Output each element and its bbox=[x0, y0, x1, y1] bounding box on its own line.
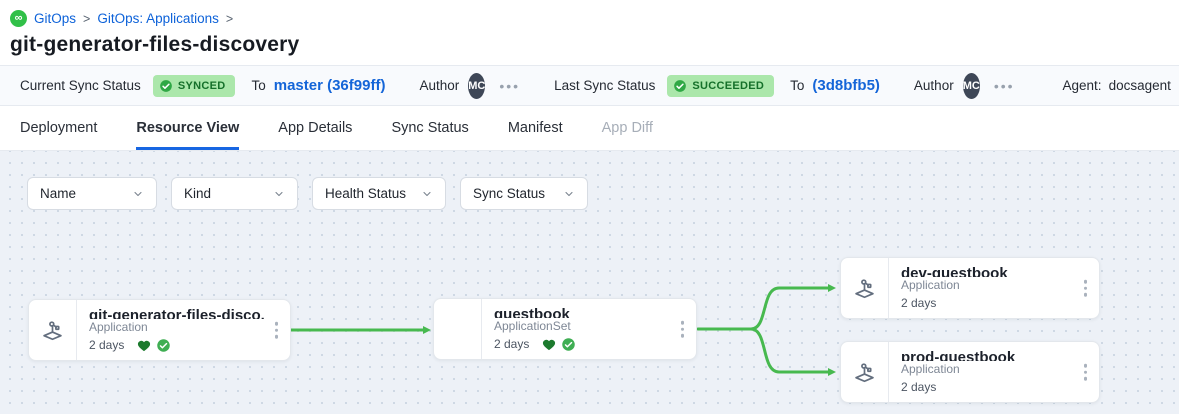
node-title: git-generator-files-disco... bbox=[89, 307, 264, 320]
agent-info: Agent: docsagent bbox=[1063, 78, 1171, 93]
agent-value: docsagent bbox=[1108, 78, 1171, 93]
tab-app-details[interactable]: App Details bbox=[278, 119, 353, 136]
chevron-down-icon bbox=[273, 188, 285, 200]
last-sync-status-badge-label: SUCCEEDED bbox=[692, 79, 765, 92]
breadcrumb-separator: > bbox=[225, 11, 234, 26]
last-sync-status-label: Last Sync Status bbox=[554, 78, 656, 93]
filter-label: Sync Status bbox=[473, 186, 546, 201]
filter-label: Kind bbox=[184, 186, 212, 201]
filter-label: Name bbox=[40, 186, 77, 201]
current-to-label: To bbox=[251, 78, 266, 93]
node-kind: ApplicationSet bbox=[494, 319, 571, 334]
chevron-down-icon bbox=[421, 188, 433, 200]
last-revision-link[interactable]: (3d8bfb5) bbox=[812, 77, 880, 94]
node-age: 2 days bbox=[494, 337, 530, 352]
current-more-button[interactable]: ••• bbox=[499, 77, 521, 94]
health-heart-icon bbox=[138, 340, 151, 352]
last-author-label: Author bbox=[913, 78, 954, 93]
page-header: ∞ GitOps > GitOps: Applications > git-ge… bbox=[0, 0, 1179, 65]
last-author-avatar: MC bbox=[962, 72, 980, 99]
node-title: prod-guestbook bbox=[901, 349, 1016, 362]
page-title: git-generator-files-discovery bbox=[10, 33, 300, 56]
node-icon-column bbox=[841, 258, 889, 318]
node-body: prod-guestbook Application 2 days bbox=[889, 342, 1099, 402]
node-guestbook[interactable]: guestbook ApplicationSet 2 days bbox=[433, 298, 697, 360]
node-git-generator-files-discovery[interactable]: git-generator-files-disco... Application… bbox=[28, 299, 291, 361]
breadcrumb-link-gitops[interactable]: GitOps bbox=[34, 11, 77, 26]
tab-sync-status[interactable]: Sync Status bbox=[391, 119, 469, 136]
resource-graph-canvas[interactable]: Name Kind Health Status Sync Status bbox=[0, 151, 1179, 414]
sync-check-icon bbox=[157, 339, 171, 352]
filter-kind-dropdown[interactable]: Kind bbox=[171, 177, 298, 210]
tab-resource-view[interactable]: Resource View bbox=[136, 106, 240, 150]
current-sync-status-badge: SYNCED bbox=[152, 74, 236, 97]
last-to-label: To bbox=[790, 78, 805, 93]
node-age: 2 days bbox=[89, 338, 125, 353]
check-circle-icon bbox=[159, 79, 172, 92]
node-age: 2 days bbox=[901, 296, 937, 311]
filter-label: Health Status bbox=[325, 186, 407, 201]
node-body: dev-guestbook Application 2 days bbox=[889, 258, 1099, 318]
current-sync-status-label: Current Sync Status bbox=[20, 78, 141, 93]
breadcrumb-link-applications[interactable]: GitOps: Applications bbox=[97, 11, 219, 26]
edge-guestbook-to-prod bbox=[749, 327, 836, 376]
tab-bar: Deployment Resource View App Details Syn… bbox=[0, 106, 1179, 151]
node-icon-column bbox=[841, 342, 889, 402]
chevron-down-icon bbox=[132, 188, 144, 200]
tab-manifest[interactable]: Manifest bbox=[507, 119, 563, 136]
node-age: 2 days bbox=[901, 380, 937, 395]
application-icon bbox=[855, 362, 874, 382]
node-kind: Application bbox=[89, 320, 148, 335]
node-icon-column bbox=[29, 300, 77, 360]
last-more-button[interactable]: ••• bbox=[993, 77, 1015, 94]
current-revision-link[interactable]: master (36f99ff) bbox=[273, 77, 386, 94]
last-sync-status-badge: SUCCEEDED bbox=[667, 74, 775, 97]
node-title: dev-guestbook bbox=[901, 265, 1008, 278]
chevron-down-icon bbox=[563, 188, 575, 200]
health-heart-icon bbox=[543, 339, 556, 351]
current-sync-status-badge-label: SYNCED bbox=[177, 79, 226, 92]
node-prod-guestbook[interactable]: prod-guestbook Application 2 days bbox=[840, 341, 1100, 403]
gitops-logo-icon: ∞ bbox=[10, 10, 27, 27]
application-icon bbox=[43, 320, 62, 340]
node-kind: Application bbox=[901, 362, 960, 377]
tab-app-diff: App Diff bbox=[601, 119, 653, 136]
kebab-menu-icon[interactable] bbox=[272, 319, 282, 342]
node-body: git-generator-files-disco... Application… bbox=[77, 300, 290, 360]
node-dev-guestbook[interactable]: dev-guestbook Application 2 days bbox=[840, 257, 1100, 319]
status-bar: Current Sync Status SYNCED To master (36… bbox=[0, 65, 1179, 106]
node-kind: Application bbox=[901, 278, 960, 293]
application-icon bbox=[855, 278, 874, 298]
node-body: guestbook ApplicationSet 2 days bbox=[482, 299, 696, 359]
node-icon-column bbox=[434, 299, 482, 359]
filter-name-dropdown[interactable]: Name bbox=[27, 177, 157, 210]
sync-check-icon bbox=[562, 338, 576, 351]
breadcrumb: ∞ GitOps > GitOps: Applications > bbox=[10, 10, 1163, 27]
filter-health-status-dropdown[interactable]: Health Status bbox=[312, 177, 446, 210]
tab-deployment[interactable]: Deployment bbox=[20, 119, 98, 136]
kebab-menu-icon[interactable] bbox=[1081, 277, 1091, 300]
node-title: guestbook bbox=[494, 306, 570, 319]
agent-label: Agent: bbox=[1062, 78, 1102, 93]
check-circle-icon bbox=[674, 79, 687, 92]
filter-bar: Name Kind Health Status Sync Status bbox=[27, 177, 588, 210]
current-author-avatar: MC bbox=[468, 72, 486, 99]
filter-sync-status-dropdown[interactable]: Sync Status bbox=[460, 177, 588, 210]
current-author-label: Author bbox=[419, 78, 460, 93]
edge-guestbook-to-dev bbox=[749, 284, 836, 331]
breadcrumb-separator: > bbox=[83, 11, 91, 26]
kebab-menu-icon[interactable] bbox=[1081, 361, 1091, 384]
kebab-menu-icon[interactable] bbox=[678, 318, 688, 341]
